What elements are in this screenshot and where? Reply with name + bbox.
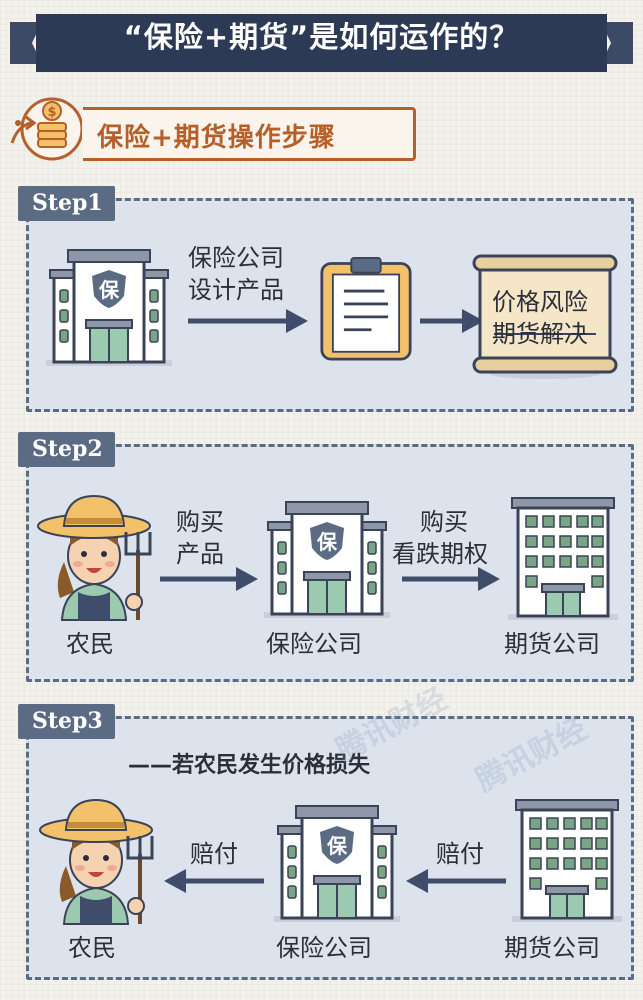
coin-stack-icon: $	[10, 97, 82, 161]
scroll-text-line1: 价格风险	[492, 288, 588, 316]
arrow-left-icon	[164, 869, 264, 893]
insurance-company-icon	[262, 500, 392, 620]
arrow-right-icon	[184, 306, 312, 336]
section-header: 保险+期货操作步骤	[83, 107, 416, 161]
arrow-right-icon	[160, 567, 258, 591]
page-title: “保险+期货”是如何运作的？	[123, 20, 520, 54]
futures-company-icon	[508, 496, 618, 621]
step1-arrow-label-line1: 保险公司	[188, 244, 284, 272]
futures-company-label: 期货公司	[504, 630, 600, 658]
step3-arrow1-label: 赔付	[190, 840, 238, 868]
step2-arrow2-label-line2: 看跌期权	[392, 540, 488, 568]
title-ribbon	[10, 14, 633, 72]
step2-arrow2-label-line1: 购买	[420, 508, 468, 536]
farmer-label: 农民	[68, 934, 116, 962]
step3-badge: Step3	[18, 704, 115, 739]
farmer-icon	[36, 796, 156, 926]
insurance-company-icon	[272, 804, 402, 924]
farmer-icon	[34, 492, 154, 622]
arrow-right-icon	[420, 309, 484, 333]
step3-subtitle: ——若农民发生价格损失	[128, 753, 371, 778]
insurance-company-label: 保险公司	[276, 934, 372, 962]
futures-company-label: 期货公司	[504, 934, 600, 962]
clipboard-icon	[320, 254, 412, 364]
scroll-icon	[472, 254, 618, 379]
step1-badge: Step1	[18, 186, 115, 221]
step3-arrow2-label: 赔付	[436, 840, 484, 868]
insurance-company-icon	[44, 248, 174, 368]
futures-company-icon	[512, 798, 622, 923]
insurance-company-label: 保险公司	[266, 630, 362, 658]
scroll-text-line2: 期货解决	[492, 320, 588, 348]
step2-arrow1-label-line2: 产品	[176, 540, 224, 568]
farmer-label: 农民	[66, 630, 114, 658]
step1-arrow-label-line2: 设计产品	[188, 276, 284, 304]
section-title: 保险+期货操作步骤	[97, 123, 336, 153]
arrow-right-icon	[402, 567, 500, 591]
step2-arrow1-label-line1: 购买	[176, 508, 224, 536]
svg-text:$: $	[47, 105, 56, 120]
arrow-left-icon	[406, 869, 506, 893]
step2-badge: Step2	[18, 432, 115, 467]
